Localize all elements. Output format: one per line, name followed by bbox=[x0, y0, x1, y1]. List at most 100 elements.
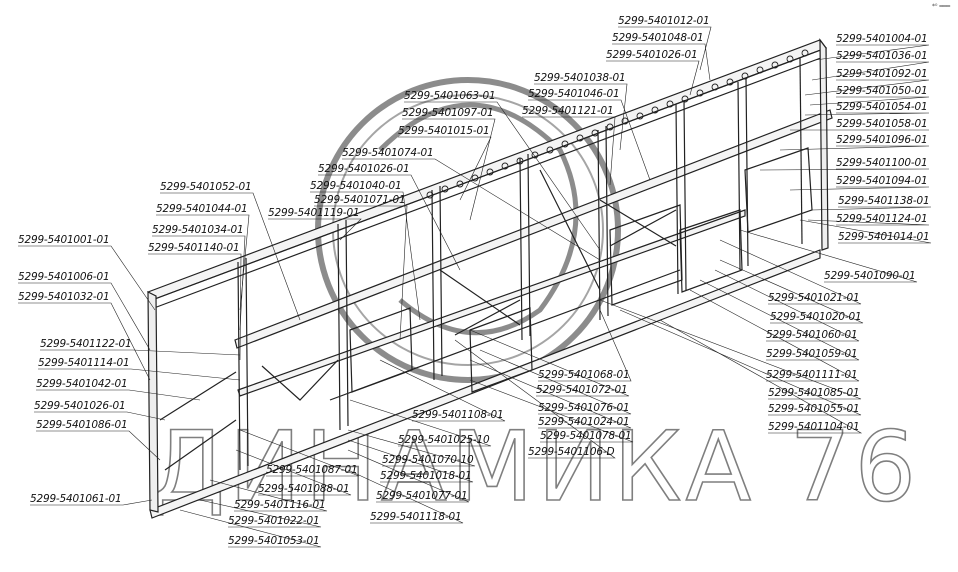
leader-line bbox=[38, 368, 241, 381]
part-labels: 5299-5401012-01 5299-5401048-01 5299-54010… bbox=[18, 15, 930, 547]
part-label: 5299-5401070-10 bbox=[382, 454, 474, 466]
leader-line bbox=[34, 411, 166, 421]
leader-line bbox=[268, 218, 362, 241]
leader-line bbox=[739, 229, 918, 283]
leader-line bbox=[36, 389, 201, 401]
part-label: 5299-5401096-01 bbox=[836, 134, 927, 146]
leader-line bbox=[235, 449, 352, 496]
part-label: 5299-5401114-01 bbox=[38, 357, 129, 369]
part-label: 5299-5401034-01 bbox=[152, 224, 243, 236]
part-label: 5299-5401055-01 bbox=[768, 403, 859, 415]
leader-line bbox=[809, 96, 930, 106]
leader-line bbox=[347, 429, 476, 467]
part-label: 5299-5401122-01 bbox=[40, 338, 131, 350]
part-label: 5299-5401060-01 bbox=[766, 329, 857, 341]
leader-line bbox=[814, 44, 930, 61]
leader-line bbox=[714, 269, 860, 342]
leader-line bbox=[349, 399, 492, 447]
part-label: 5299-5401022-01 bbox=[228, 515, 319, 527]
leader-line bbox=[659, 319, 863, 434]
corner-mark: *⁰ ═══ bbox=[932, 3, 951, 10]
leader-line bbox=[199, 499, 322, 528]
part-label: 5299-5401087-01 bbox=[266, 464, 357, 476]
part-label: 5299-5401063-01 bbox=[404, 90, 495, 102]
leader-line bbox=[342, 158, 601, 261]
part-label: 5299-5401044-01 bbox=[156, 203, 247, 215]
leader-line bbox=[347, 439, 474, 483]
leader-line bbox=[811, 61, 930, 81]
leader-line bbox=[18, 302, 151, 381]
part-label: 5299-5401097-01 bbox=[402, 107, 493, 119]
leader-line bbox=[148, 253, 242, 361]
leader-line bbox=[18, 245, 156, 311]
part-label: 5299-5401068-01 bbox=[538, 369, 629, 381]
part-label: 5299-5401052-01 bbox=[160, 181, 251, 193]
part-label: 5299-5401053-01 bbox=[228, 535, 319, 547]
part-label: 5299-5401048-01 bbox=[612, 32, 703, 44]
part-label: 5299-5401014-01 bbox=[838, 231, 929, 243]
leader-line bbox=[18, 282, 151, 351]
part-label: 5299-5401116-01 bbox=[234, 499, 325, 511]
leader-line bbox=[152, 235, 246, 331]
leader-line bbox=[469, 329, 630, 397]
leader-lines bbox=[18, 26, 932, 548]
part-label: 5299-5401025-10 bbox=[398, 434, 490, 446]
leader-line bbox=[179, 509, 322, 548]
part-label: 5299-5401046-01 bbox=[528, 88, 619, 100]
part-label: 5299-5401058-01 bbox=[836, 118, 927, 130]
part-label: 5299-5401074-01 bbox=[342, 147, 433, 159]
leader-line bbox=[779, 145, 930, 151]
part-label: 5299-5401036-01 bbox=[836, 50, 927, 62]
part-label: 5299-5401038-01 bbox=[534, 72, 625, 84]
part-label: 5299-5401021-01 bbox=[768, 292, 859, 304]
leader-line bbox=[36, 430, 161, 461]
part-label: 5299-5401077-01 bbox=[376, 490, 467, 502]
leader-line bbox=[689, 289, 860, 382]
part-label: 5299-5401059-01 bbox=[766, 348, 857, 360]
leader-line bbox=[599, 299, 862, 400]
leader-line bbox=[310, 191, 421, 321]
leader-line bbox=[538, 309, 632, 382]
part-label: 5299-5401072-01 bbox=[536, 384, 627, 396]
part-label: 5299-5401118-01 bbox=[370, 511, 461, 523]
leader-line bbox=[719, 239, 862, 305]
part-label: 5299-5401138-01 bbox=[838, 195, 929, 207]
leader-line bbox=[239, 429, 360, 477]
part-label: 5299-5401108-01 bbox=[412, 409, 503, 421]
part-label: 5299-5401071-01 bbox=[314, 194, 405, 206]
part-label: 5299-5401026-01 bbox=[606, 49, 697, 61]
part-label: 5299-5401094-01 bbox=[836, 175, 927, 187]
part-label: 5299-5401018-01 bbox=[380, 470, 471, 482]
part-label: 5299-5401092-01 bbox=[836, 68, 927, 80]
part-label: 5299-5401012-01 bbox=[618, 15, 709, 27]
leader-line bbox=[454, 339, 616, 459]
part-label: 5299-5401104-01 bbox=[768, 421, 859, 433]
leader-line bbox=[314, 205, 408, 341]
part-label: 5299-5401121-01 bbox=[522, 105, 613, 117]
part-label: 5299-5401076-01 bbox=[538, 402, 629, 414]
leader-line bbox=[398, 136, 492, 201]
leader-line bbox=[618, 26, 712, 71]
part-label: 5299-5401026-01 bbox=[318, 163, 409, 175]
leader-line bbox=[30, 499, 153, 506]
leader-line bbox=[699, 279, 860, 361]
leader-line bbox=[379, 359, 506, 422]
part-label: 5299-5401024-01 bbox=[538, 416, 629, 428]
leader-line bbox=[759, 168, 930, 171]
part-label: 5299-5401085-01 bbox=[768, 387, 859, 399]
part-label: 5299-5401026-01 bbox=[34, 400, 125, 412]
part-label: 5299-5401111-01 bbox=[766, 369, 857, 381]
leader-line bbox=[209, 479, 328, 512]
part-label: 5299-5401119-01 bbox=[268, 207, 359, 219]
part-label: 5299-5401090-01 bbox=[824, 270, 915, 282]
part-label: 5299-5401124-01 bbox=[836, 213, 927, 225]
part-label: 5299-5401088-01 bbox=[258, 483, 349, 495]
part-label: 5299-5401086-01 bbox=[36, 419, 127, 431]
leader-line bbox=[789, 186, 930, 191]
leader-line bbox=[479, 349, 632, 415]
part-label: 5299-5401054-01 bbox=[836, 101, 927, 113]
part-label: 5299-5401004-01 bbox=[836, 33, 927, 45]
leader-line bbox=[612, 43, 711, 81]
